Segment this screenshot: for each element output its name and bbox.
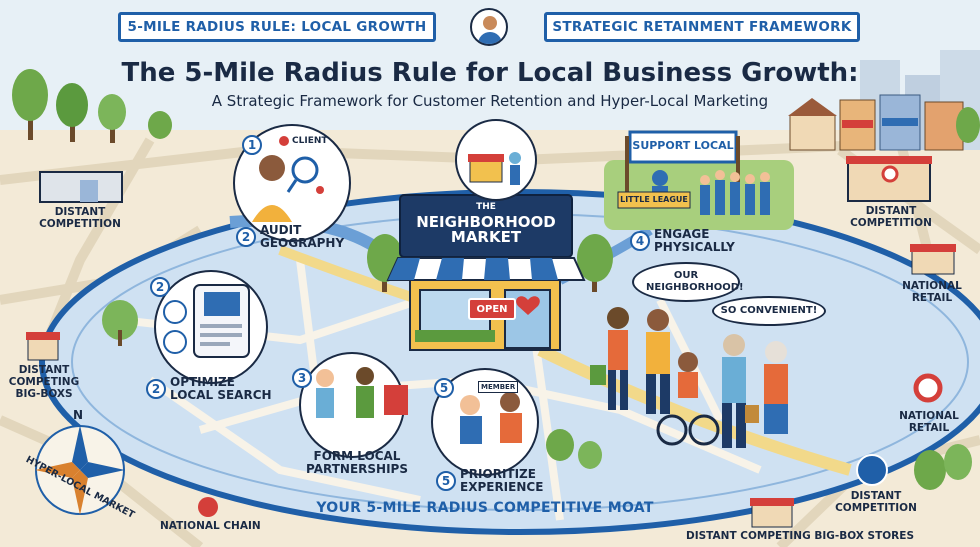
mini-storefront (468, 152, 521, 185)
step-form-partnerships: FORM LOCAL PARTNERSHIPS (302, 450, 412, 476)
analyst-figure (252, 136, 324, 222)
market-sign-line3: MARKET (450, 228, 522, 246)
step-3-badge-row: 3 (292, 368, 312, 388)
banner-left: 5-MILE RADIUS RULE: LOCAL GROWTH (118, 12, 436, 42)
step-prioritize-line2: EXPERIENCE (460, 480, 544, 494)
shopper-crowd (590, 307, 788, 448)
avatar (470, 8, 508, 46)
compass-rose (35, 425, 125, 515)
step-prioritize-line1: PRIORITIZE (460, 467, 536, 481)
step-partnerships-number: 3 (292, 368, 312, 388)
label-distant-competition-left: DISTANT COMPETITION (39, 206, 121, 230)
step-partnerships-line2: PARTNERSHIPS (306, 462, 408, 476)
step-engage-line1: ENGAGE (654, 227, 710, 241)
market-sign: THE NEIGHBORHOOD MARKET (402, 200, 570, 245)
step-audit-line1: AUDIT (260, 223, 302, 237)
open-sign: OPEN (468, 298, 516, 320)
step-prioritize-number: 5 (436, 471, 456, 491)
support-local-sign: SUPPORT LOCAL (632, 139, 734, 152)
neighborhood-market-store (386, 194, 586, 351)
step-optimize-number: 2 (146, 379, 166, 399)
walking-path (278, 245, 422, 305)
label-national-retail-2: NATIONAL RETAIL (899, 410, 959, 434)
page-subtitle: A Strategic Framework for Customer Reten… (211, 92, 769, 110)
label-distant-competition-right: DISTANT COMPETITION (850, 205, 932, 229)
step-audit-line2: GEOGRAPHY (260, 236, 345, 250)
step-5-badge: 5 (434, 378, 454, 398)
member-tag: MEMBER (478, 381, 519, 393)
tree-cluster-left (12, 69, 172, 143)
step-partnerships-line1: FORM LOCAL (313, 449, 401, 463)
local-search-listing (163, 284, 250, 358)
speech-text-neighborhood: OUR NEIGHBORHOOD! (646, 270, 744, 293)
label-national-retail-1: NATIONAL RETAIL (902, 280, 962, 304)
market-sign-line2: NEIGHBORHOOD (416, 213, 556, 231)
experience-figures (460, 392, 522, 444)
step-audit-number: 2 (236, 227, 256, 247)
label-distant-competition-bottom: DISTANT COMPETITION (835, 490, 917, 514)
competitor-buildings (26, 156, 956, 528)
step-optimize-line1: OPTIMIZE (170, 375, 235, 389)
step-2-badge: 2 (150, 277, 170, 297)
city-skyline-right (788, 50, 980, 151)
compass-north-label: N (73, 408, 84, 422)
moat-label: YOUR 5-MILE RADIUS COMPETITIVE MOAT (316, 500, 654, 516)
market-sign-line1: THE (476, 202, 496, 212)
label-national-chain: NATIONAL CHAIN (160, 520, 261, 532)
speech-bubble-convenient: SO CONVENIENT! (712, 296, 826, 326)
heart-icon (516, 296, 540, 315)
label-distant-big-box-left: DISTANT COMPETING BIG-BOXS (8, 364, 80, 400)
client-tag: CLIENT (292, 136, 328, 146)
label-distant-big-box-bottom: DISTANT COMPETING BIG-BOX STORES (686, 530, 915, 542)
community-event (604, 130, 794, 230)
page-title: The 5-Mile Radius Rule for Local Busines… (121, 58, 859, 88)
store-awning (386, 257, 586, 281)
speech-bubble-neighborhood: OUR NEIGHBORHOOD! (632, 262, 744, 302)
partnership-figures (316, 367, 408, 418)
banner-right: STRATEGIC RETAINMENT FRAMEWORK (544, 12, 860, 42)
little-league-sign: LITTLE LEAGUE (620, 195, 688, 204)
step-optimize-line2: LOCAL SEARCH (170, 388, 272, 402)
step-engage-line2: PHYSICALLY (654, 240, 735, 254)
step-engage-number: 4 (630, 231, 650, 251)
step-1-badge: 1 (242, 135, 262, 155)
